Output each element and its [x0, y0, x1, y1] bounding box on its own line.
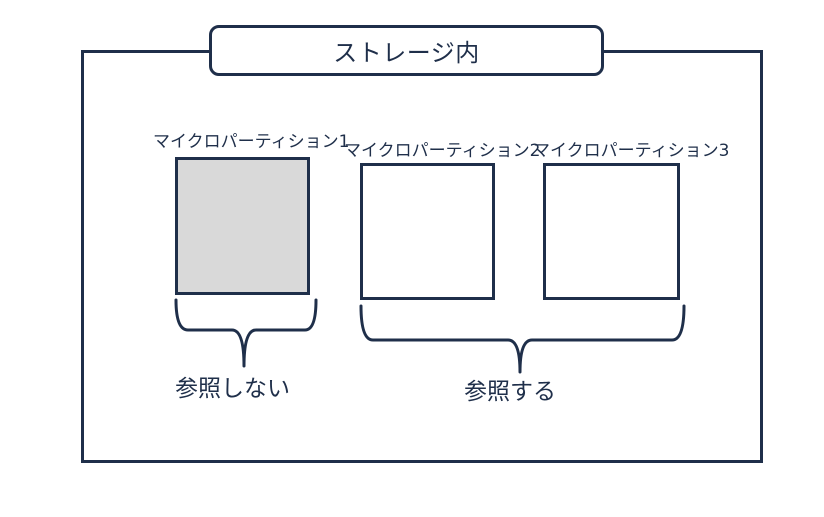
partition-label-1: マイクロパーティション1 — [153, 132, 350, 152]
group-label-referenced: 参照する — [464, 379, 556, 405]
brace-referenced — [359, 304, 686, 374]
partition-label-2: マイクロパーティション2 — [344, 141, 541, 161]
partition-label-3: マイクロパーティション3 — [533, 141, 730, 161]
brace-unreferenced — [174, 298, 318, 368]
group-label-unreferenced: 参照しない — [175, 376, 290, 402]
partition-box-3 — [543, 163, 680, 300]
partition-box-1 — [175, 157, 310, 295]
partition-box-2 — [360, 163, 495, 300]
storage-title: ストレージ内 — [333, 39, 480, 67]
storage-title-box: ストレージ内 — [209, 25, 604, 76]
